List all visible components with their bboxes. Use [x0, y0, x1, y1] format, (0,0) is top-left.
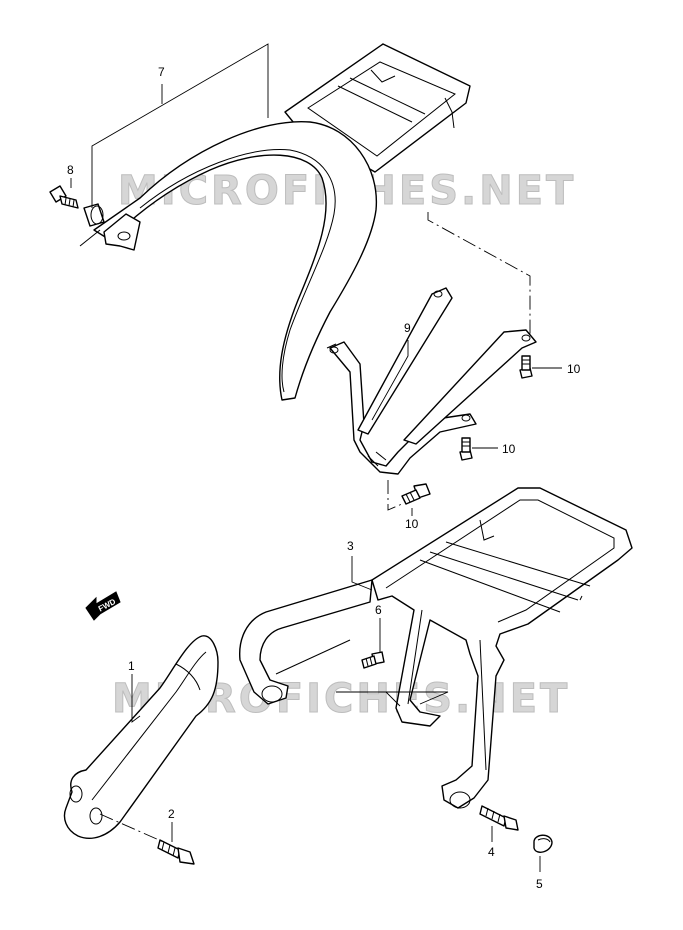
- callout-10-a: 10: [567, 362, 581, 376]
- callout-8: 8: [67, 163, 74, 177]
- part-5-cap: [533, 834, 553, 853]
- part-6-bolt: [361, 651, 385, 669]
- callout-1: 1: [128, 659, 135, 673]
- callout-2: 2: [168, 807, 175, 821]
- part-10-bolt-a: [519, 355, 533, 379]
- callout-5: 5: [536, 877, 543, 891]
- callout-3: 3: [347, 539, 354, 553]
- part-4-bolt: [479, 805, 519, 831]
- callout-4: 4: [488, 845, 495, 859]
- part-10-bolt-b: [459, 437, 473, 461]
- fwd-direction-badge: FWD: [85, 591, 121, 621]
- callout-10-c: 10: [405, 517, 419, 531]
- callout-9: 9: [404, 321, 411, 335]
- part-8-collar: [49, 185, 105, 227]
- part-2-bolt: [157, 839, 195, 865]
- part-10-bolt-c: [401, 483, 431, 505]
- part-1-side-cover: [63, 635, 219, 840]
- part-3-carrier-frame: [239, 487, 633, 809]
- callout-10-b: 10: [502, 442, 516, 456]
- part-7-rear-carrier: [79, 43, 471, 401]
- callout-6: 6: [375, 603, 382, 617]
- callout-7: 7: [158, 65, 165, 79]
